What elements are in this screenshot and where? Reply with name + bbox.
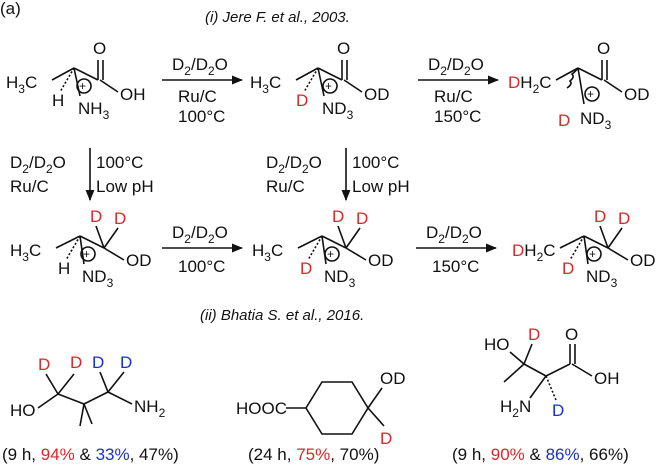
svg-text:D: D — [120, 353, 132, 372]
svg-text:OD: OD — [368, 251, 394, 270]
reagent-down-1: D2/D2O — [10, 153, 66, 176]
svg-text:OD: OD — [364, 85, 390, 104]
cond-top-2a: Ru/C — [434, 87, 473, 106]
svg-text:H: H — [58, 259, 70, 278]
svg-text:OD: OD — [624, 85, 650, 104]
svg-text:ND3: ND3 — [586, 267, 618, 290]
title-i: (i) Jere F. et al., 2003. — [205, 9, 350, 26]
svg-text:+: + — [589, 247, 596, 261]
svg-text:D: D — [300, 259, 312, 278]
svg-text:+: + — [325, 79, 332, 93]
svg-text:H3C: H3C — [250, 73, 281, 96]
svg-text:NH2: NH2 — [134, 397, 166, 420]
title-ii: (ii) Bhatia S. et al., 2016. — [200, 307, 364, 324]
svg-text:+: + — [79, 79, 86, 93]
svg-text:+: + — [587, 87, 594, 101]
svg-text:D: D — [90, 207, 102, 226]
svg-text:OH: OH — [120, 85, 146, 104]
ph-down-2: Low pH — [352, 177, 410, 196]
molecule-alaninol-d3: H3C D D OD D + ND3 — [252, 207, 394, 290]
cond-bottom-1: 100°C — [178, 257, 225, 276]
cmpd3-result: (9 h, 90% & 86%, 66%) — [452, 445, 629, 464]
svg-text:ND3: ND3 — [82, 267, 114, 290]
svg-text:NH3: NH3 — [78, 99, 110, 122]
svg-text:D: D — [558, 111, 570, 130]
cond-top-1a: Ru/C — [178, 87, 217, 106]
reagent-bottom-1: D2/D2O — [172, 223, 228, 246]
molecule-alaninol-d4: DH2C D D OD D + ND3 — [512, 207, 656, 290]
svg-text:DH2C: DH2C — [512, 241, 556, 264]
svg-text:D: D — [528, 325, 540, 344]
svg-text:HO: HO — [10, 401, 36, 420]
svg-text:DH2C: DH2C — [508, 73, 552, 96]
svg-text:OH: OH — [594, 369, 620, 388]
svg-text:OD: OD — [126, 251, 152, 270]
cat-down-1: Ru/C — [10, 177, 49, 196]
panel-letter: (a) — [0, 0, 21, 18]
svg-text:H2N: H2N — [500, 397, 531, 420]
svg-text:ND3: ND3 — [324, 267, 356, 290]
svg-text:D: D — [356, 209, 368, 228]
svg-text:O: O — [337, 39, 350, 58]
svg-text:+: + — [327, 247, 334, 261]
molecule-alpha-d-alanine: H3C O OD D + ND3 — [250, 39, 390, 122]
molecule-deuterated-alanine-racemic: DH2C O OD D + ND3 — [508, 39, 650, 132]
temp-down-2: 100°C — [352, 153, 399, 172]
cat-down-2: Ru/C — [266, 177, 305, 196]
svg-text:D: D — [594, 207, 606, 226]
molecule-cyclohexane-acid: HOOC OD D — [236, 369, 406, 448]
svg-text:O: O — [565, 325, 578, 344]
molecule-threonine: HO D O OH H2N D — [484, 325, 620, 420]
svg-text:D: D — [70, 353, 82, 372]
cond-top-2b: 150°C — [434, 107, 481, 126]
svg-text:D: D — [296, 91, 308, 110]
svg-text:H3C: H3C — [252, 241, 283, 264]
cmpd2-result: (24 h, 75%, 70%) — [248, 445, 379, 464]
svg-text:H3C: H3C — [10, 241, 41, 264]
cmpd1-result: (9 h, 94% & 33%, 47%) — [2, 445, 179, 464]
molecule-amino-alcohol: HO D D D D NH2 — [10, 353, 166, 427]
svg-text:ND3: ND3 — [580, 109, 612, 132]
svg-text:D: D — [618, 209, 630, 228]
svg-text:H: H — [52, 91, 64, 110]
svg-text:ND3: ND3 — [322, 99, 354, 122]
svg-text:OD: OD — [380, 369, 406, 388]
svg-text:H3C: H3C — [6, 73, 37, 96]
svg-text:D: D — [92, 353, 104, 372]
reagent-top-1: D2/D2O — [172, 55, 228, 78]
svg-text:O: O — [93, 39, 106, 58]
svg-text:D: D — [562, 259, 574, 278]
reagent-down-2: D2/D2O — [266, 153, 322, 176]
reagent-bottom-2: D2/D2O — [426, 223, 482, 246]
svg-text:D: D — [332, 207, 344, 226]
svg-text:D: D — [114, 209, 126, 228]
svg-text:D: D — [552, 401, 564, 420]
reagent-top-2: D2/D2O — [428, 55, 484, 78]
svg-text:+: + — [83, 247, 90, 261]
svg-text:D: D — [380, 429, 392, 448]
molecule-alaninol-d2: H3C D D OD H + ND3 — [10, 207, 152, 290]
svg-text:D: D — [38, 355, 50, 374]
svg-text:OD: OD — [630, 251, 656, 270]
ph-down-1: Low pH — [96, 177, 154, 196]
cond-bottom-2: 150°C — [432, 257, 479, 276]
temp-down-1: 100°C — [96, 153, 143, 172]
svg-text:HO: HO — [484, 335, 510, 354]
svg-text:O: O — [597, 39, 610, 58]
molecule-alanine: H3C O OH H + NH3 — [6, 39, 146, 122]
svg-text:HOOC: HOOC — [236, 399, 287, 418]
cond-top-1b: 100°C — [178, 107, 225, 126]
